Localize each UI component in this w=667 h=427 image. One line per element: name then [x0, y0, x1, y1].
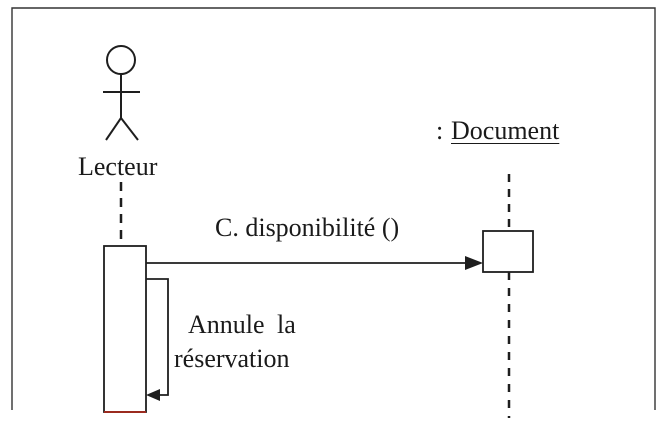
self-call-arrowhead-annule [146, 389, 160, 401]
message-arrowhead-disponibilite [465, 256, 483, 270]
object-name: Document [451, 116, 560, 145]
actor-head [106, 45, 136, 75]
diagram-frame [11, 7, 656, 410]
actor-left-leg [105, 117, 122, 141]
self-call-label-line2: réservation [174, 344, 290, 373]
actor-label: Lecteur [78, 152, 158, 181]
actor-stick-figure [103, 45, 140, 141]
object-activation-box [482, 230, 534, 273]
actor-right-leg [120, 117, 139, 141]
message-label-disponibilite: C. disponibilité () [215, 213, 400, 242]
self-call-arrow-annule [146, 278, 169, 396]
self-call-label-line1: Annule la [188, 310, 296, 339]
actor-activation-bar [103, 245, 147, 413]
object-prefix: : [436, 116, 444, 145]
